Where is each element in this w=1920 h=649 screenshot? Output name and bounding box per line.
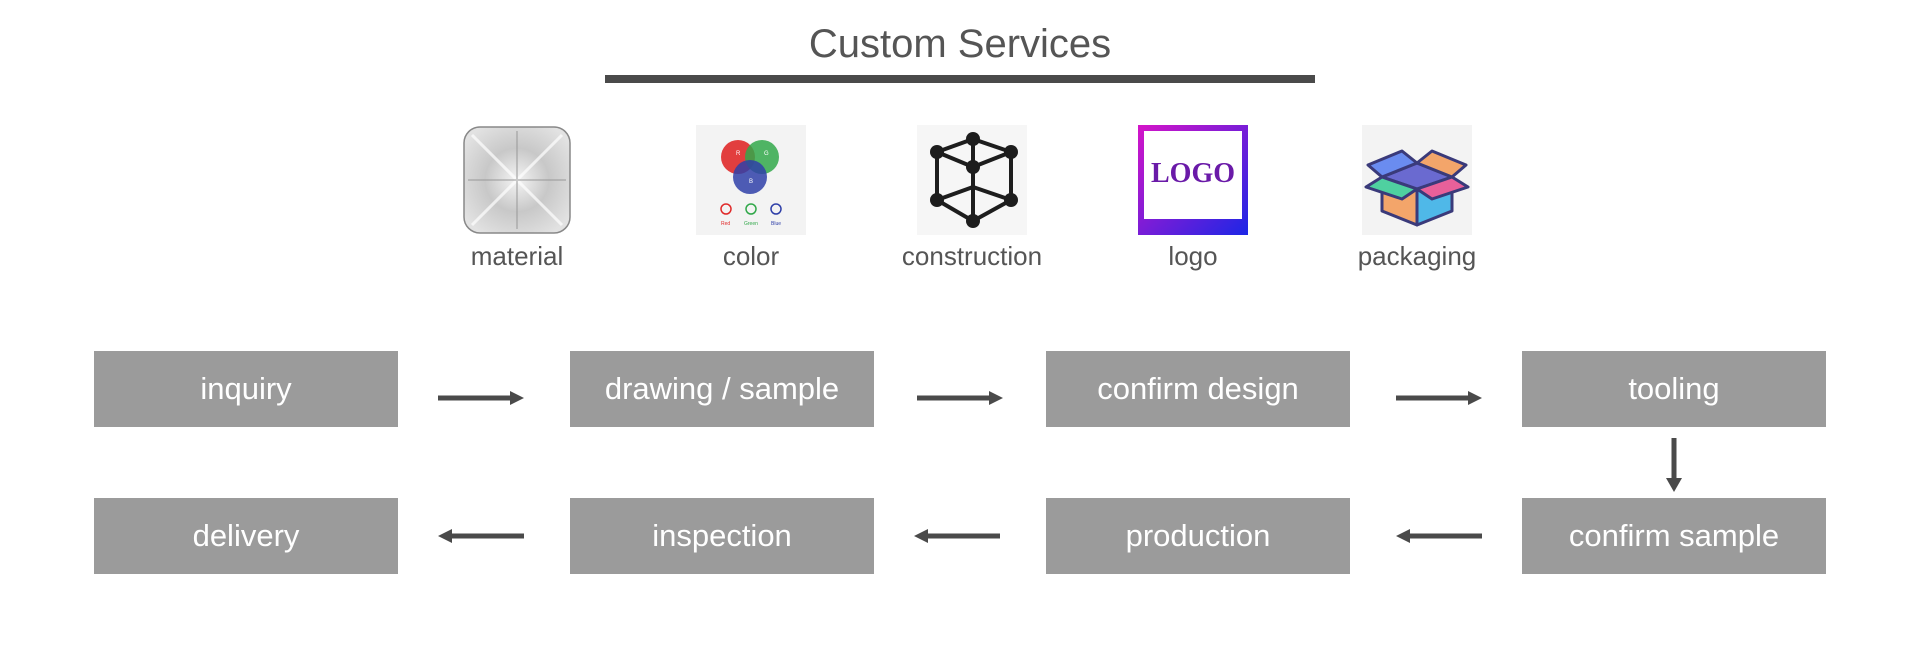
arrow-left-icon	[438, 529, 524, 543]
process-step-inquiry: inquiry	[94, 351, 398, 427]
color-caption-green: Green	[744, 221, 758, 227]
service-label: material	[470, 241, 564, 271]
cube-structure-icon	[917, 125, 1027, 235]
arrow-right-icon	[438, 391, 524, 405]
arrow-down-icon	[1666, 438, 1682, 492]
color-caption-blue: Blue	[771, 221, 781, 227]
service-logo: LOGO logo	[1113, 125, 1273, 272]
service-packaging: packaging	[1337, 125, 1497, 272]
brushed-metal-icon	[462, 125, 572, 235]
service-material: material	[437, 125, 597, 272]
page-title: Custom Services	[808, 22, 1112, 66]
arrow-left-icon	[1396, 529, 1482, 543]
service-label: logo	[1168, 241, 1218, 271]
service-color: R G B Red Green Blue color	[671, 125, 831, 272]
arrow-right-icon	[1396, 391, 1482, 405]
process-step-tooling: tooling	[1522, 351, 1826, 427]
title-underline	[605, 75, 1315, 83]
color-letter-b: B	[749, 179, 753, 185]
logo-icon-text: LOGO	[1151, 158, 1235, 189]
process-step-inspection: inspection	[570, 498, 874, 574]
process-step-confirm-sample: confirm sample	[1522, 498, 1826, 574]
process-step-drawing-sample: drawing / sample	[570, 351, 874, 427]
process-step-production: production	[1046, 498, 1350, 574]
process-step-delivery: delivery	[94, 498, 398, 574]
service-label: construction	[901, 241, 1043, 271]
rgb-color-icon: R G B Red Green Blue	[696, 125, 806, 235]
open-box-icon	[1362, 125, 1472, 235]
arrow-left-icon	[914, 529, 1000, 543]
service-label: color	[722, 241, 780, 271]
process-step-confirm-design: confirm design	[1046, 351, 1350, 427]
color-letter-r: R	[736, 151, 741, 157]
logo-badge-icon: LOGO	[1138, 125, 1248, 235]
arrow-right-icon	[917, 391, 1003, 405]
service-label: packaging	[1357, 241, 1477, 271]
color-letter-g: G	[764, 151, 769, 157]
color-caption-red: Red	[721, 221, 730, 227]
service-construction: construction	[892, 125, 1052, 272]
